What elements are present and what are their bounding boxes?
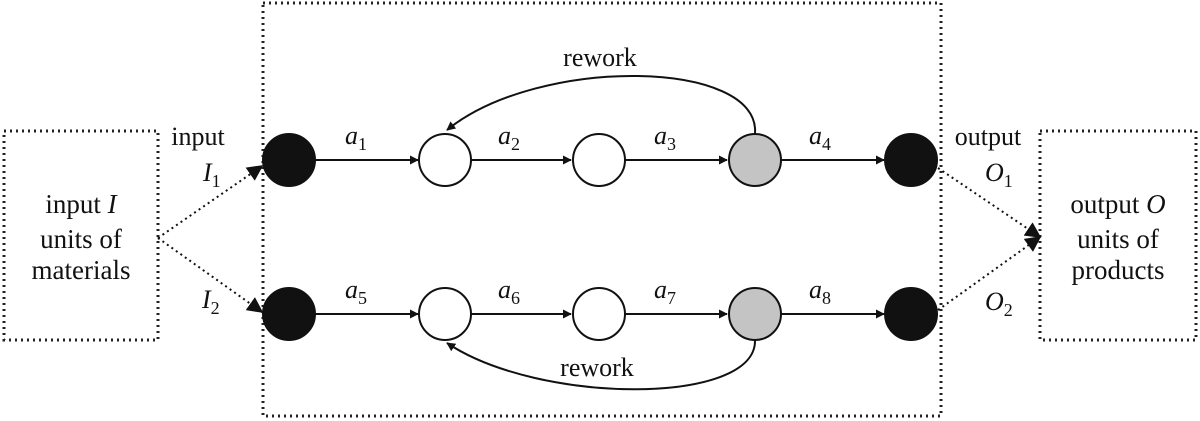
node-top-3: [572, 133, 626, 187]
arc-a7-label: a7: [654, 275, 676, 308]
arc-a5-label: a5: [345, 275, 367, 308]
input-label: input: [171, 122, 225, 151]
arc-a6-label: a6: [498, 275, 520, 308]
node-bottom-inspection: [728, 287, 782, 341]
node-bottom-sink: [884, 287, 938, 341]
flow-o1-label: O1: [985, 158, 1013, 191]
node-top-sink: [884, 133, 938, 187]
output-box-variable: O: [1146, 189, 1166, 219]
input-box-line3: materials: [32, 255, 131, 285]
rework-bottom-arrow: [446, 340, 756, 391]
flow-o1-arrow: [937, 167, 1042, 238]
rework-top-label: rework: [563, 43, 637, 72]
arc-a2-label: a2: [498, 121, 520, 154]
arc-a4-label: a4: [809, 121, 831, 154]
node-top-source: [262, 133, 316, 187]
node-bottom-2: [418, 287, 472, 341]
node-top-2: [418, 133, 472, 187]
flow-i1-label: I1: [202, 158, 221, 191]
input-box-line2: units of: [40, 224, 122, 254]
input-box-variable: I: [107, 189, 119, 219]
flow-o2-arrow: [937, 236, 1042, 311]
output-box-line2: units of: [1077, 224, 1159, 254]
arc-a1-label: a1: [345, 121, 367, 154]
rework-top-arrow: [446, 74, 757, 134]
output-box-line1: output O: [1070, 189, 1165, 219]
flow-o2-label: O2: [985, 287, 1013, 320]
process-boundary-box: [261, 1, 943, 418]
arc-a3-label: a3: [654, 121, 676, 154]
rework-bottom-label: rework: [560, 353, 634, 382]
node-bottom-3: [572, 287, 626, 341]
input-materials-box: [2, 129, 160, 342]
input-box-word: input: [45, 189, 101, 219]
flow-i2-label: I2: [201, 285, 220, 318]
output-label: output: [955, 122, 1022, 151]
node-top-inspection: [728, 133, 782, 187]
flow-i2-arrow: [157, 237, 264, 313]
input-box-line1: input I: [45, 189, 118, 219]
node-bottom-source: [262, 287, 316, 341]
flow-i1-arrow: [157, 165, 264, 239]
output-box-line3: products: [1072, 255, 1165, 285]
arc-a8-label: a8: [809, 275, 831, 308]
output-box-word: output: [1070, 189, 1140, 219]
